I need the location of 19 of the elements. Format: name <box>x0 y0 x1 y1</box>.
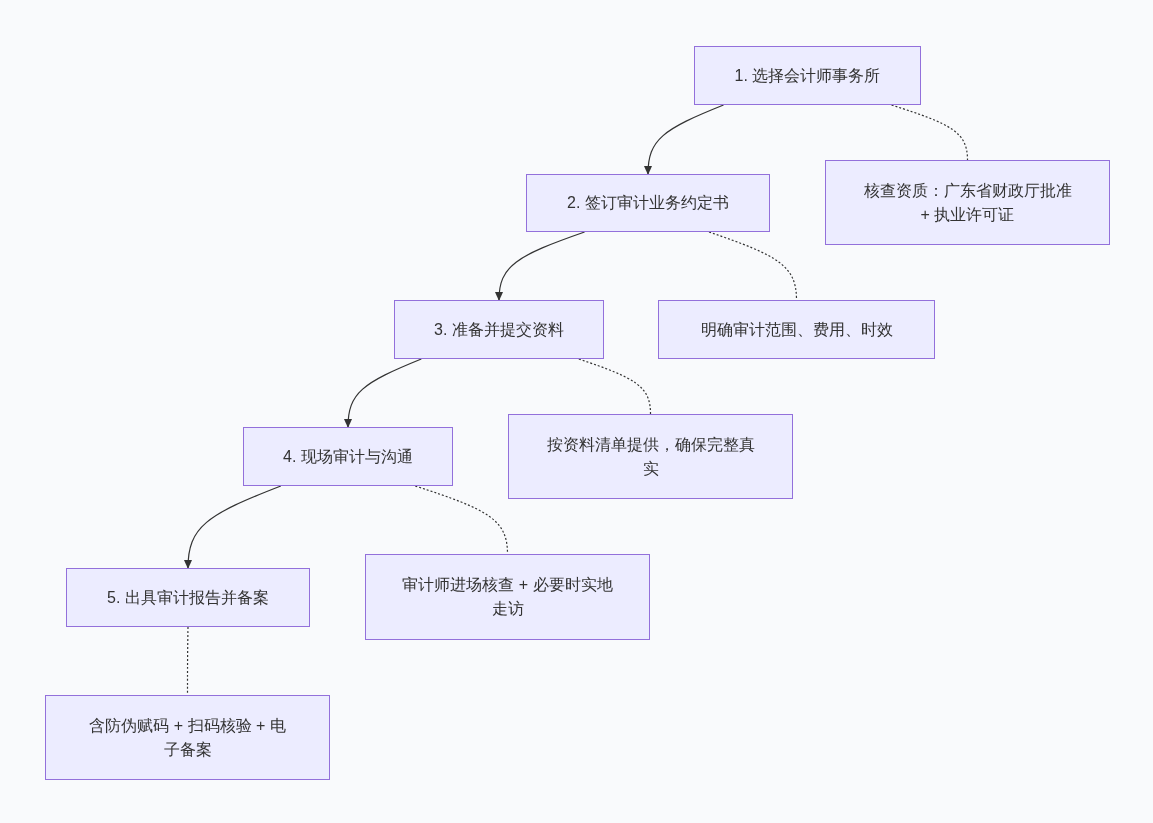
process-box: 明确审计范围、费用、时效 <box>658 300 935 359</box>
process-box: 核查资质：广东省财政厅批准 + 执业许可证 <box>825 160 1110 245</box>
process-box: 4. 现场审计与沟通 <box>243 427 453 486</box>
connector-line <box>578 358 652 415</box>
connector-line <box>890 104 969 161</box>
connector-line <box>708 231 798 301</box>
process-box: 1. 选择会计师事务所 <box>694 46 921 105</box>
arrow <box>344 358 422 428</box>
connector-line <box>414 485 509 555</box>
arrow <box>495 231 586 301</box>
arrow <box>184 485 282 569</box>
process-box: 含防伪赋码 + 扫码核验 + 电子备案 <box>45 695 330 780</box>
process-box: 2. 签订审计业务约定书 <box>526 174 770 232</box>
process-box: 5. 出具审计报告并备案 <box>66 568 310 627</box>
arrow <box>644 104 725 175</box>
process-box: 3. 准备并提交资料 <box>394 300 604 359</box>
process-box: 按资料清单提供，确保完整真实 <box>508 414 793 499</box>
process-box: 审计师进场核查 + 必要时实地走访 <box>365 554 650 640</box>
connector-line <box>186 626 189 696</box>
